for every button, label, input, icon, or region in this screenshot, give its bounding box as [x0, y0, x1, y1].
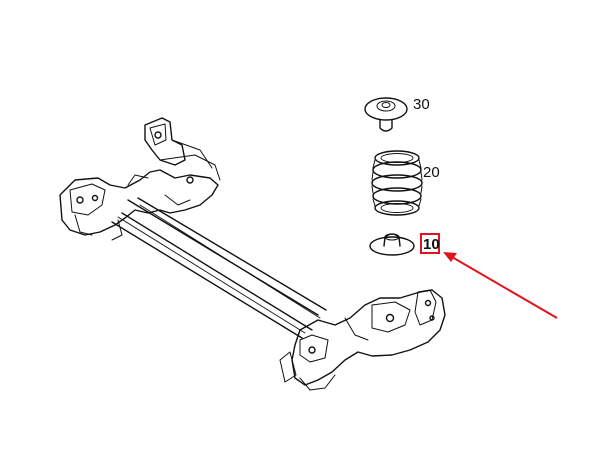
highlight-box — [420, 233, 440, 254]
washer-part — [364, 97, 408, 132]
left-trailing-arm — [59, 117, 221, 241]
spring-seat-part — [369, 233, 415, 256]
coil-spring-part — [371, 150, 423, 216]
callout-label-10: 10 — [423, 236, 440, 253]
right-trailing-arm — [279, 289, 446, 391]
pointer-arrow — [443, 252, 558, 319]
axle-beam — [111, 197, 327, 339]
callout-label-30: 30 — [413, 96, 430, 113]
callout-label-20: 20 — [423, 164, 440, 181]
